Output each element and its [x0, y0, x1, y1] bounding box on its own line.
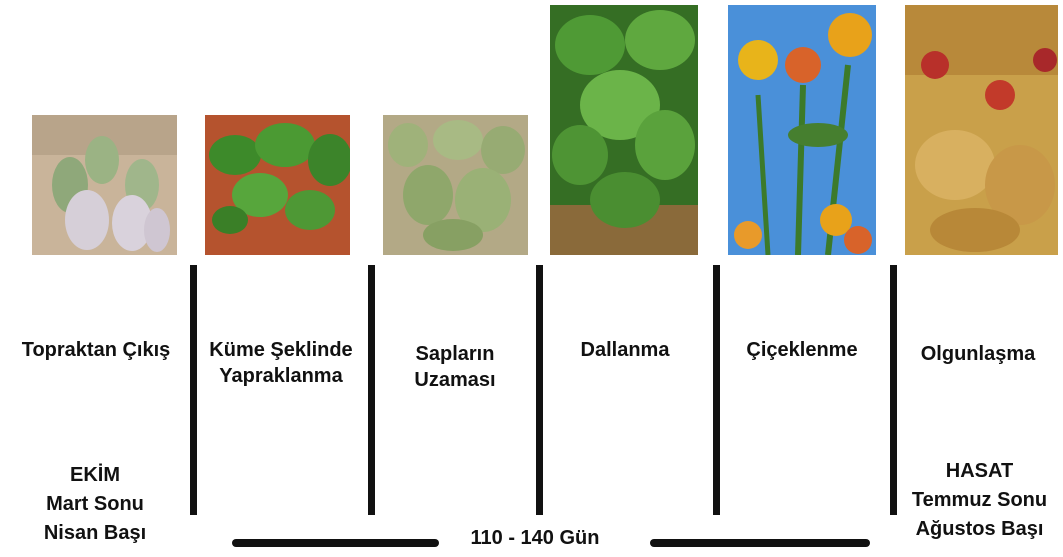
separator-line-1: [190, 265, 197, 515]
harvest-info: HASAT Temmuz Sonu Ağustos Başı: [898, 457, 1061, 544]
duration-line-left: [232, 539, 439, 547]
stage-photo-rosette: [205, 115, 350, 255]
stage-photo-elongation: [383, 115, 528, 255]
separator-line-4: [713, 265, 720, 515]
duration-label: 110 - 140 Gün: [460, 527, 610, 550]
duration-line-right: [650, 539, 870, 547]
separator-line-2: [368, 265, 375, 515]
stage-photo-flowering: [728, 5, 876, 255]
stage-label-elongation: Sapların Uzaması: [376, 341, 534, 393]
stage-label-emergence: Topraktan Çıkış: [6, 337, 186, 363]
stage-label-maturity: Olgunlaşma: [898, 341, 1058, 367]
stage-photo-maturity: [905, 5, 1058, 255]
separator-line-5: [890, 265, 897, 515]
planting-info: EKİM Mart Sonu Nisan Başı: [10, 461, 180, 548]
stage-label-flowering: Çiçeklenme: [722, 337, 882, 363]
stage-label-branching: Dallanma: [545, 337, 705, 363]
stage-photo-branching: [550, 5, 698, 255]
stage-label-rosette: Küme Şeklinde Yapraklanma: [196, 337, 366, 389]
separator-line-3: [536, 265, 543, 515]
stage-photo-emergence: [32, 115, 177, 255]
